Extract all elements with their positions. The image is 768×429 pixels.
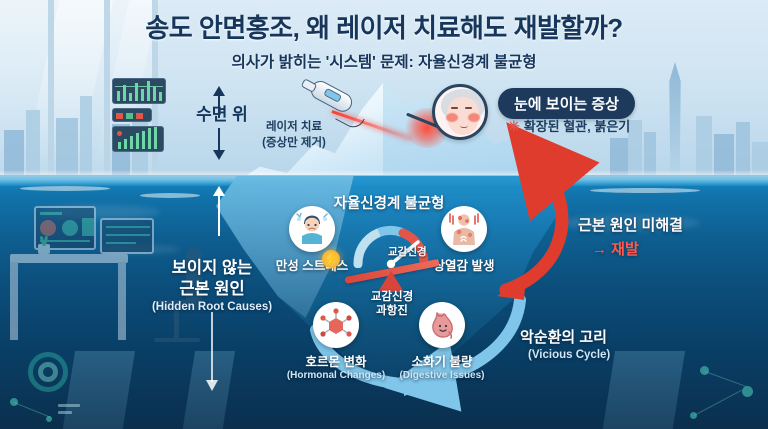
hidden-root-causes-label: 보이지 않는 근본 원인 (Hidden Root Causes) [128,258,296,313]
office-chair-pole [174,310,179,340]
decorative-bar [58,404,80,407]
sympathetic-overdrive-label: 교감신경 과항진 [352,290,432,319]
overdrive-line1: 교감신경 [370,291,414,303]
office-chair-back [186,248,202,304]
hidden-cause-line1: 보이지 않는 [171,259,253,277]
underwater-arrow-head-icon [213,186,225,196]
node-chronic-stress[interactable]: 만성 스트레스 [268,206,356,274]
desk-surface [10,254,128,263]
magnifier-face-icon [432,84,488,140]
decorative-bar [58,411,72,414]
visible-symptom-badge: 눈에 보이는 증상 [498,88,635,119]
dashboard-chart-panel [112,78,166,104]
underwater-office-scene [6,192,206,352]
arrow-down-head-icon [213,150,225,160]
node-label: 만성 스트레스 [275,259,349,273]
node-sublabel: (Digestive Issues) [399,370,485,381]
surface-level-label: 수면 위 [196,105,248,124]
lightning-bolt-icon: ⚡ [322,250,340,268]
page-subtitle: 의사가 밝히는 '시스템' 문제: 자율신경계 불균형 [231,54,537,71]
laser-note-line1: 레이저 치료 [265,121,323,133]
arrow-up-head-icon [213,86,225,96]
window-frame [104,0,110,180]
sympathetic-gauge [352,222,430,269]
overdrive-line2: 과항진 [376,305,408,318]
arrow-down-shaft [218,128,220,150]
stressed-person-icon [289,206,335,252]
wave-highlight [20,186,110,191]
sky-background [0,0,768,182]
visible-symptom-detail: ✳확장된 혈관, 붉은기 [508,116,630,135]
dashboard-status-panel [112,108,152,122]
hidden-cause-english: (Hidden Root Causes) [151,301,273,314]
network-node [46,416,52,422]
network-node [690,412,697,419]
city-skyline-left [0,62,160,182]
dashboard-growth-panel [112,126,164,152]
hidden-cause-line2: 근본 원인 [179,279,245,298]
root-cause-unsolved-block: 근본 원인 미해결 → 재발 [578,214,683,259]
network-node [10,398,18,406]
vicious-cycle-english: (Vicious Cycle) [528,349,611,361]
vicious-cycle-korean: 악순환의 고리 [520,329,607,346]
hidden-cause-pointer-line [211,312,213,382]
landmark-tower [669,62,681,182]
monitor-right [100,218,154,254]
desk-plant [36,235,52,254]
laser-note-line2: (증상만 제거) [262,136,326,149]
office-chair-base [154,338,200,342]
imbalance-seesaw [344,258,440,292]
sparkle-icon: ✳ [508,118,520,134]
window-frame [48,0,54,180]
gauge-label: 교감신경 [388,246,427,258]
network-node [742,386,753,397]
laser-treatment-note: 레이저 치료 (증상만 제거) [238,120,350,151]
root-cause-unsolved-text: 근본 원인 미해결 [578,217,683,234]
relapse-text: → 재발 [592,241,639,258]
node-hot-flash[interactable]: 상열감 발생 [420,206,508,274]
node-sublabel: (Hormonal Changes) [286,370,386,381]
wave-highlight [590,188,700,193]
wave-highlight [140,193,200,198]
visible-symptom-detail-text: 확장된 혈관, 붉은기 [523,119,631,134]
header: 송도 안면홍조, 왜 레이저 치료해도 재발할까? 의사가 밝히는 '시스템' … [0,8,768,72]
node-label: 상열감 발생 [433,259,495,273]
network-node [700,366,709,375]
decorative-ring [28,352,68,392]
underwater-arrow-shaft [218,196,220,236]
cluster-title: 자율신경계 불균형 [333,196,445,212]
page-title: 송도 안면홍조, 왜 레이저 치료해도 재발할까? [145,13,623,43]
office-chair [156,300,202,310]
hot-flash-body-icon [441,206,487,252]
vicious-cycle-block: 악순환의 고리 (Vicious Cycle) [520,326,610,361]
decorative-ring-inner [38,362,58,382]
arrow-up-shaft [218,96,220,118]
hidden-cause-pointer-head-icon [205,380,218,391]
node-label: 호르몬 변화 [305,355,367,369]
node-label: 소화기 불량 [411,355,473,369]
